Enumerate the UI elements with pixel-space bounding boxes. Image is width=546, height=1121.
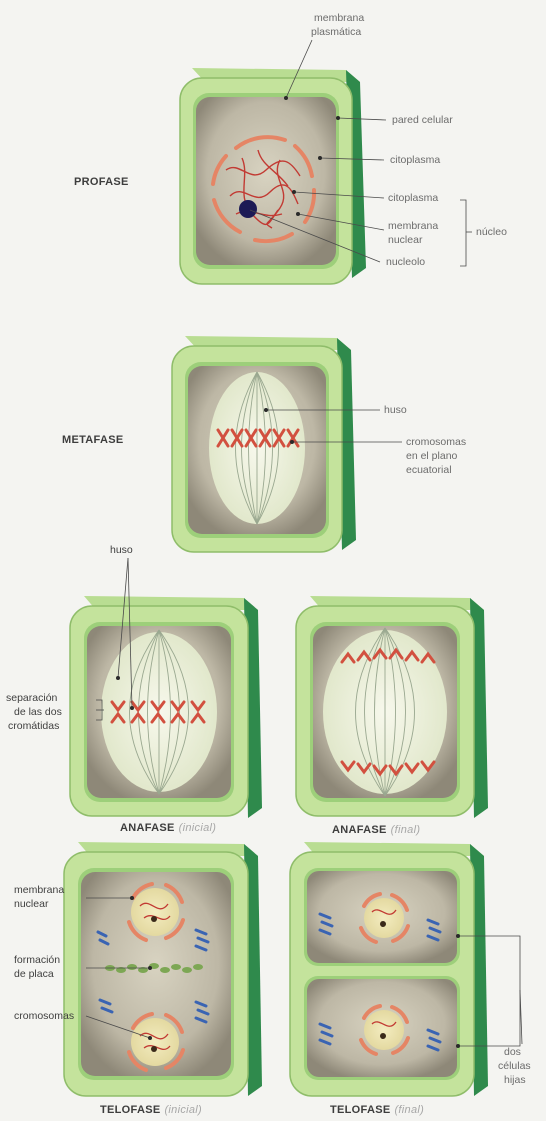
label-nucleo: núcleo [476,226,507,238]
label-separacion-1: separación [6,692,57,704]
label-citoplasma-cell: citoplasma [390,154,440,166]
label-huso-ana: huso [110,544,133,556]
telofase-final-cell [290,842,488,1096]
label-citoplasma-nuc: citoplasma [388,192,438,204]
label-formacion-1: formación [14,954,60,966]
phase-name: TELOFASE [100,1104,160,1116]
phase-qualifier: (inicial) [179,822,217,834]
phase-qualifier: (final) [394,1104,424,1116]
profase-nucleolus [239,200,257,218]
phase-name: TELOFASE [330,1104,390,1116]
phase-title-telofase-inicial: TELOFASE (inicial) [100,1104,202,1116]
label-telo-membrana-2: nuclear [14,898,48,910]
phase-name: ANAFASE [332,824,387,836]
phase-title-anafase-inicial: ANAFASE (inicial) [120,822,216,834]
label-formacion-2: de placa [14,968,54,980]
label-membrana-plasmatica-1: membrana [314,12,364,24]
label-cromosomas-3: ecuatorial [406,464,452,476]
phase-title-profase: PROFASE [74,176,129,188]
label-telo-membrana-1: membrana [14,884,64,896]
phase-title-metafase: METAFASE [62,434,123,446]
label-separacion-3: cromátidas [8,720,59,732]
phase-qualifier: (final) [391,824,421,836]
label-telo-cromosomas: cromosomas [14,1010,74,1022]
label-membrana-plasmatica-2: plasmática [311,26,361,38]
label-huso-meta: huso [384,404,407,416]
profase-cell [180,68,366,284]
label-dos-celulas-2: células [498,1060,531,1072]
label-separacion-2: de las dos [14,706,62,718]
phase-qualifier: (inicial) [164,1104,202,1116]
label-cromosomas-2: en el plano [406,450,457,462]
label-membrana-nuclear-1: membrana [388,220,438,232]
anafase-final-cell [296,596,488,818]
metafase-cell [172,336,356,552]
telofase-inicial-cell [64,842,262,1096]
label-dos-celulas-1: dos [504,1046,521,1058]
phase-title-anafase-final: ANAFASE (final) [332,824,420,836]
label-cromosomas-1: cromosomas [406,436,466,448]
label-pared-celular: pared celular [392,114,453,126]
label-membrana-nuclear-2: nuclear [388,234,422,246]
phase-title-telofase-final: TELOFASE (final) [330,1104,424,1116]
phase-name: ANAFASE [120,822,175,834]
label-dos-celulas-3: hijas [504,1074,526,1086]
anafase-inicial-cell [70,596,262,818]
label-nucleolo: nucleolo [386,256,425,268]
